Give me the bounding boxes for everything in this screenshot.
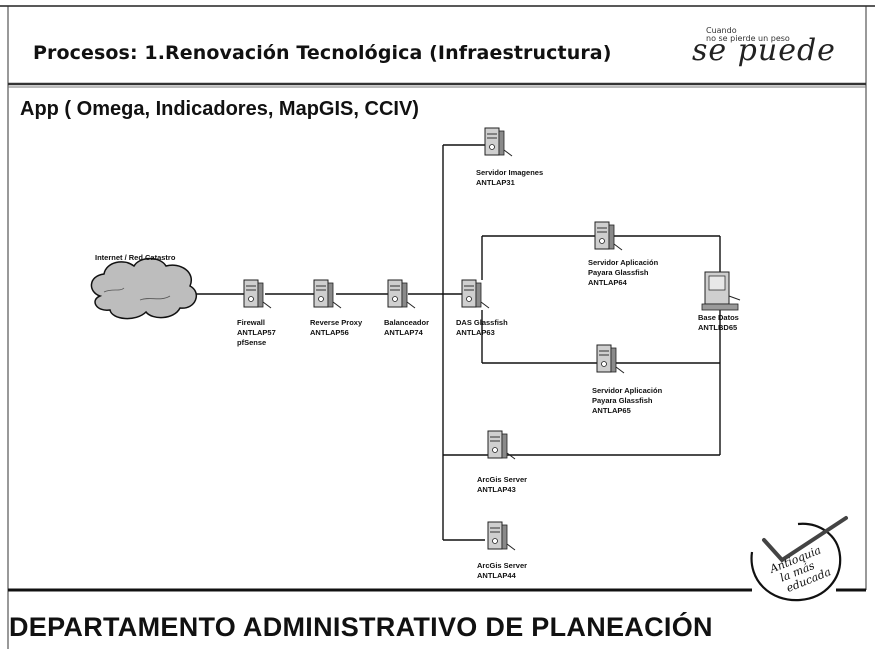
database-server-icon	[701, 271, 741, 311]
svg-text:DAS Glassfish: DAS Glassfish	[456, 318, 508, 327]
svg-text:ANTLAP31: ANTLAP31	[476, 178, 515, 187]
svg-text:ANTLAP64: ANTLAP64	[588, 278, 628, 287]
svg-text:ANTLBD65: ANTLBD65	[698, 323, 737, 332]
balanceador-label: Balanceador ANTLAP74	[384, 318, 429, 337]
svg-text:ArcGis Server: ArcGis Server	[477, 561, 527, 570]
brand-logo: Cuando no se pierde un peso se puede	[690, 27, 840, 79]
svg-text:ANTLAP74: ANTLAP74	[384, 328, 424, 337]
internet-cloud-icon	[90, 257, 198, 320]
svg-text:Firewall: Firewall	[237, 318, 265, 327]
servidor-imagenes-server-icon	[484, 127, 513, 157]
svg-text:ANTLAP57: ANTLAP57	[237, 328, 276, 337]
arcgis-server-1-label: ArcGis Server ANTLAP43	[477, 475, 527, 494]
svg-text:Payara Glassfish: Payara Glassfish	[592, 396, 653, 405]
logo-script: se puede	[692, 33, 836, 68]
logo-tagline: Cuando no se pierde un peso	[706, 26, 790, 43]
svg-text:Servidor Aplicación: Servidor Aplicación	[588, 258, 659, 267]
das-glassfish-label: DAS Glassfish ANTLAP63	[456, 318, 508, 337]
servidor-imagenes-label: Servidor Imagenes ANTLAP31	[476, 168, 543, 187]
connection-lines	[194, 144, 721, 541]
svg-text:ANTLAP56: ANTLAP56	[310, 328, 349, 337]
svg-text:ANTLAP63: ANTLAP63	[456, 328, 495, 337]
reverse-proxy-label: Reverse Proxy ANTLAP56	[310, 318, 363, 337]
svg-text:Servidor Aplicación: Servidor Aplicación	[592, 386, 663, 395]
antioquia-badge: Antioquia la más educada	[750, 516, 848, 602]
svg-text:Servidor Imagenes: Servidor Imagenes	[476, 168, 543, 177]
page-title: Procesos: 1.Renovación Tecnológica (Infr…	[33, 42, 612, 64]
servidor-aplicacion-2-label: Servidor Aplicación Payara Glassfish ANT…	[592, 386, 663, 415]
internet-label: Internet / Red Catastro	[95, 253, 176, 262]
servidor-aplicacion-2-server-icon	[596, 344, 625, 374]
svg-text:Reverse Proxy: Reverse Proxy	[310, 318, 363, 327]
svg-text:ANTLAP65: ANTLAP65	[592, 406, 631, 415]
svg-text:Payara Glassfish: Payara Glassfish	[588, 268, 649, 277]
firewall-label: Firewall ANTLAP57 pfSense	[237, 318, 276, 347]
base-datos-label: Base Datos ANTLBD65	[698, 313, 739, 332]
svg-text:ANTLAP43: ANTLAP43	[477, 485, 516, 494]
arcgis-server-2-label: ArcGis Server ANTLAP44	[477, 561, 527, 580]
svg-text:pfSense: pfSense	[237, 338, 266, 347]
svg-text:Base Datos: Base Datos	[698, 313, 739, 322]
arcgis-server-2-icon	[487, 521, 516, 551]
svg-text:ANTLAP44: ANTLAP44	[477, 571, 517, 580]
section-subtitle: App ( Omega, Indicadores, MapGIS, CCIV)	[20, 98, 419, 120]
servidor-aplicacion-1-label: Servidor Aplicación Payara Glassfish ANT…	[588, 258, 659, 287]
svg-text:ArcGis Server: ArcGis Server	[477, 475, 527, 484]
footer-title: DEPARTAMENTO ADMINISTRATIVO DE PLANEACIÓ…	[9, 612, 713, 642]
das-glassfish-server-icon	[461, 279, 490, 309]
svg-text:Balanceador: Balanceador	[384, 318, 429, 327]
